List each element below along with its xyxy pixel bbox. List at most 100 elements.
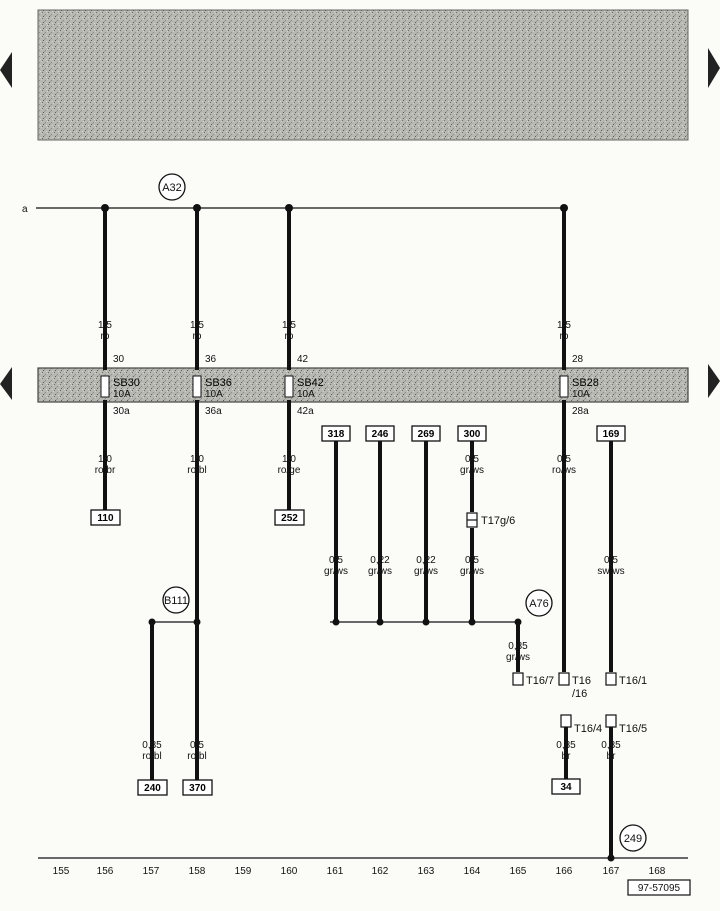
svg-text:246: 246 (372, 429, 389, 440)
ref-box-370[interactable]: 370 (182, 779, 213, 796)
connector-t16-16[interactable]: T16 /16 (558, 672, 591, 700)
svg-text:163: 163 (418, 866, 435, 877)
svg-text:gr/ws: gr/ws (414, 566, 438, 577)
svg-text:10A: 10A (113, 389, 131, 400)
node-249[interactable]: 249 (619, 824, 647, 852)
right-arrow-icon[interactable] (708, 48, 720, 88)
svg-text:110: 110 (97, 513, 114, 524)
svg-text:161: 161 (327, 866, 344, 877)
svg-text:28a: 28a (572, 406, 589, 417)
left-arrow-icon[interactable] (0, 52, 12, 88)
svg-text:42: 42 (297, 354, 309, 365)
svg-text:168: 168 (649, 866, 666, 877)
svg-text:318: 318 (328, 429, 345, 440)
svg-text:34: 34 (560, 782, 572, 793)
svg-text:SB28: SB28 (572, 377, 599, 389)
svg-text:28: 28 (572, 354, 584, 365)
svg-text:1,0: 1,0 (190, 454, 204, 465)
connector-t17g6[interactable]: T17g/6 (466, 512, 515, 528)
svg-text:br: br (562, 751, 572, 762)
svg-text:A32: A32 (162, 182, 182, 194)
svg-text:T16/1: T16/1 (619, 675, 647, 687)
svg-text:SB42: SB42 (297, 377, 324, 389)
svg-text:sw/ws: sw/ws (597, 566, 624, 577)
svg-text:0,22: 0,22 (416, 555, 436, 566)
svg-text:0,5: 0,5 (557, 454, 571, 465)
ref-box-246[interactable]: 246 (365, 425, 395, 442)
svg-text:ro: ro (193, 331, 202, 342)
svg-text:A76: A76 (529, 598, 549, 610)
svg-text:165: 165 (510, 866, 527, 877)
ref-box-34[interactable]: 34 (551, 778, 581, 795)
svg-text:T16/4: T16/4 (574, 723, 602, 735)
svg-text:164: 164 (464, 866, 481, 877)
svg-text:10A: 10A (205, 389, 223, 400)
svg-text:97-57095: 97-57095 (638, 883, 681, 894)
fuse-circuit-sb36: 1,5 ro 36 SB36 10A 36a 1,0 ro/bl (187, 204, 232, 780)
svg-text:167: 167 (603, 866, 620, 877)
svg-text:1,5: 1,5 (190, 320, 204, 331)
svg-text:0,5: 0,5 (329, 555, 343, 566)
svg-text:gr/ws: gr/ws (460, 465, 484, 476)
svg-text:157: 157 (143, 866, 160, 877)
svg-text:ro/bl: ro/bl (187, 465, 206, 476)
svg-text:30a: 30a (113, 406, 130, 417)
ref-box-240[interactable]: 240 (137, 779, 168, 796)
fuse-strip (37, 367, 689, 403)
node-a32[interactable]: A32 (158, 173, 186, 201)
svg-text:160: 160 (281, 866, 298, 877)
ref-box-318[interactable]: 318 (321, 425, 351, 442)
svg-text:249: 249 (624, 833, 642, 845)
svg-text:br: br (607, 751, 617, 762)
svg-text:42a: 42a (297, 406, 314, 417)
svg-text:1,5: 1,5 (557, 320, 571, 331)
svg-text:SB36: SB36 (205, 377, 232, 389)
svg-text:T17g/6: T17g/6 (481, 515, 515, 527)
svg-text:0,35: 0,35 (508, 641, 528, 652)
svg-text:158: 158 (189, 866, 206, 877)
ref-box-269[interactable]: 269 (411, 425, 441, 442)
svg-text:1,0: 1,0 (98, 454, 112, 465)
svg-text:0,22: 0,22 (370, 555, 390, 566)
node-b111[interactable]: B111 (162, 586, 190, 614)
ref-box-169[interactable]: 169 (596, 425, 626, 442)
svg-text:0,5: 0,5 (465, 555, 479, 566)
svg-text:1,0: 1,0 (282, 454, 296, 465)
svg-text:T16/5: T16/5 (619, 723, 647, 735)
relay-panel (37, 9, 689, 141)
svg-text:ro: ro (101, 331, 110, 342)
svg-text:370: 370 (189, 783, 206, 794)
svg-text:166: 166 (556, 866, 573, 877)
connector-t16-1[interactable]: T16/1 (605, 672, 647, 687)
svg-text:30: 30 (113, 354, 125, 365)
svg-text:1,5: 1,5 (282, 320, 296, 331)
right-arrow-icon[interactable] (708, 364, 720, 398)
svg-text:1,5: 1,5 (98, 320, 112, 331)
track-numbers: 155 156 157 158 159 160 161 162 163 164 … (53, 866, 666, 877)
figure-id: 97-57095 (627, 879, 691, 896)
bus-label: a (22, 204, 28, 215)
node-a76[interactable]: A76 (525, 589, 553, 617)
svg-text:0,5: 0,5 (604, 555, 618, 566)
svg-text:0,35: 0,35 (142, 740, 162, 751)
connector-t16-7[interactable]: T16/7 (512, 672, 554, 687)
svg-text:/16: /16 (572, 688, 587, 700)
svg-text:ro/ge: ro/ge (278, 465, 301, 476)
svg-text:300: 300 (464, 429, 481, 440)
svg-text:0,35: 0,35 (556, 740, 576, 751)
fuse-circuit-sb30: 1,5 ro 30 SB30 10A 30a 1,0 ro/br 110 (90, 204, 140, 526)
fuse-circuit-sb28: 1,5 ro 28 SB28 10A 28a 0,5 ro/ws (552, 204, 599, 672)
svg-text:252: 252 (281, 513, 298, 524)
svg-text:0,5: 0,5 (190, 740, 204, 751)
svg-text:0,35: 0,35 (601, 740, 621, 751)
svg-text:36: 36 (205, 354, 217, 365)
left-arrow-icon[interactable] (0, 367, 12, 400)
ref-box-300[interactable]: 300 (457, 425, 487, 442)
svg-text:T16/7: T16/7 (526, 675, 554, 687)
svg-text:B111: B111 (164, 595, 188, 607)
svg-text:36a: 36a (205, 406, 222, 417)
fuse-circuit-sb42: 1,5 ro 42 SB42 10A 42a 1,0 ro/ge 252 (274, 204, 324, 526)
svg-text:169: 169 (603, 429, 620, 440)
svg-text:ro/bl: ro/bl (142, 751, 161, 762)
